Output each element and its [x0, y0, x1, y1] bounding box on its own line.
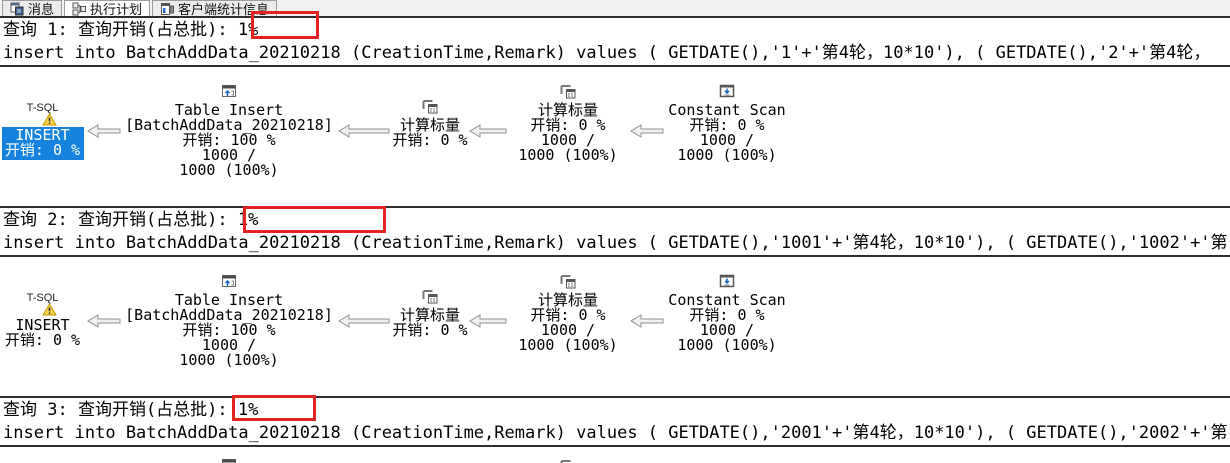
insert-node-box: INSERT 开销: 0 %	[1, 126, 84, 160]
tsql-label: T-SQL	[26, 292, 59, 304]
plan-arrow	[628, 314, 666, 328]
compute-scalar-icon	[560, 460, 571, 463]
plan-node-compute-scalar[interactable]: 计算标量 开销: 0 %	[392, 98, 468, 148]
node-name: 计算标量	[399, 116, 460, 134]
warning-icon	[42, 303, 57, 316]
node-cost: 开销: 0 %	[392, 321, 468, 339]
plan-node-insert[interactable]: T-SQL INSERT 开销: 0 %	[0, 103, 85, 160]
node-name: 计算标量	[537, 291, 598, 309]
plan-arrow	[335, 124, 392, 138]
cost-highlight-box	[243, 206, 386, 233]
node-cost: 开销: 100 %	[182, 131, 276, 149]
plan-arrow	[628, 124, 666, 138]
constant-scan-icon	[719, 274, 735, 288]
node-cost: 开销: 100 %	[182, 321, 276, 339]
plan-arrow	[85, 314, 123, 328]
query-3-title-prefix: 查询 3: 查询开销(占总批):	[3, 400, 238, 420]
plan-arrow	[335, 314, 392, 328]
node-object: [BatchAddData_20210218]	[125, 116, 333, 134]
query-1-plan-canvas: T-SQL INSERT 开销: 0 % Table Insert [	[0, 67, 1230, 208]
node-name: Constant Scan	[668, 291, 786, 309]
insert-node-cost: 开销: 0 %	[4, 331, 81, 349]
node-cost: 开销: 0 %	[530, 306, 606, 324]
plan-node-compute-scalar[interactable]: 计算标量 开销: 0 % 1000 / 1000 (100%)	[508, 83, 628, 163]
tab-messages-label: 消息	[28, 2, 55, 17]
tab-client-statistics[interactable]: 客户端统计信息	[152, 0, 278, 17]
plan-arrow	[468, 314, 508, 328]
node-cost: 开销: 0 %	[392, 131, 468, 149]
node-rows-pct: 1000 (100%)	[518, 146, 618, 164]
node-rows: 1000 /	[699, 321, 755, 339]
compute-scalar-icon	[422, 290, 438, 304]
plan-node-compute-scalar[interactable]: 计算标量 开销: 0 % 1000 / 1000 (100%)	[508, 273, 628, 353]
tab-messages[interactable]: 消息	[2, 0, 63, 17]
query-3-sql-text: insert into BatchAddData_20210218 (Creat…	[3, 423, 1228, 443]
query-2-title-prefix: 查询 2: 查询开销(占总批):	[3, 210, 238, 230]
node-cost: 开销: 0 %	[530, 116, 606, 134]
tab-execution-plan[interactable]: 执行计划	[64, 0, 151, 17]
plan-node-compute-scalar[interactable]: 计算标量 开销: 0 %	[392, 288, 468, 338]
node-rows: 1000 /	[201, 336, 257, 354]
plan-arrow	[468, 124, 508, 138]
plan-node-table-insert[interactable]: Table Insert [BatchAddData_20210218] 开销:…	[123, 83, 335, 178]
cost-highlight-box	[232, 395, 316, 421]
node-name: Table Insert	[174, 291, 284, 309]
messages-tab-icon	[10, 2, 24, 15]
constant-scan-icon	[719, 84, 735, 98]
plan-node-table-insert[interactable]: Table Insert [BatchAddData_20210218] 开销:…	[123, 273, 335, 368]
node-cost: 开销: 0 %	[689, 306, 765, 324]
execution-plan-tab-icon	[72, 2, 87, 15]
query-2-header: 查询 2: 查询开销(占总批): 1% insert into BatchAdd…	[0, 206, 1230, 257]
node-rows: 1000 /	[699, 131, 755, 149]
compute-scalar-icon	[560, 85, 576, 99]
table-insert-icon	[222, 85, 236, 97]
compute-scalar-icon	[422, 100, 438, 114]
node-rows-pct: 1000 (100%)	[677, 146, 777, 164]
node-name: 计算标量	[537, 101, 598, 119]
table-insert-icon	[222, 459, 236, 463]
table-insert-icon	[222, 275, 236, 287]
node-rows: 1000 /	[201, 146, 257, 164]
node-object: [BatchAddData_20210218]	[125, 306, 333, 324]
query-1-title: 查询 1: 查询开销(占总批): 1%	[0, 18, 1230, 43]
query-2-plan-canvas: T-SQL INSERT 开销: 0 % Table Insert [Batch	[0, 257, 1230, 398]
node-rows-pct: 1000 (100%)	[179, 161, 279, 179]
plan-node-constant-scan[interactable]: Constant Scan 开销: 0 % 1000 / 1000 (100%)	[666, 83, 788, 163]
node-rows-pct: 1000 (100%)	[677, 336, 777, 354]
query-3-title: 查询 3: 查询开销(占总批): 1%	[0, 398, 1230, 423]
node-name: Table Insert	[174, 101, 284, 119]
node-rows-pct: 1000 (100%)	[518, 336, 618, 354]
cost-highlight-box	[251, 11, 319, 39]
warning-icon	[42, 113, 57, 126]
results-tab-strip: 消息 执行计划 客户端统计信息	[0, 0, 1230, 18]
tab-execution-plan-label: 执行计划	[90, 2, 143, 17]
insert-node-name: INSERT	[15, 126, 70, 144]
query-1-sql-text: insert into BatchAddData_20210218 (Creat…	[3, 43, 1211, 63]
client-statistics-tab-icon	[161, 2, 175, 15]
insert-node-name: INSERT	[15, 316, 70, 334]
insert-node-box: INSERT 开销: 0 %	[2, 317, 84, 350]
tab-client-statistics-label: 客户端统计信息	[178, 2, 270, 17]
node-rows-pct: 1000 (100%)	[179, 351, 279, 369]
query-3-header: 查询 3: 查询开销(占总批): 1% insert into BatchAdd…	[0, 395, 1230, 447]
node-cost: 开销: 0 %	[689, 116, 765, 134]
plan-node-constant-scan[interactable]: Constant Scan 开销: 0 % 1000 / 1000 (100%)	[666, 273, 788, 353]
query-3-plan-canvas	[0, 447, 1230, 463]
query-3-cost-value: 1%	[237, 400, 259, 420]
node-rows: 1000 /	[540, 321, 596, 339]
node-rows: 1000 /	[540, 131, 596, 149]
node-name: Constant Scan	[668, 101, 786, 119]
query-1-header: 查询 1: 查询开销(占总批): 1% insert into BatchAdd…	[0, 11, 1230, 67]
plan-arrow	[85, 124, 123, 138]
node-name: 计算标量	[399, 306, 460, 324]
query-2-sql-text: insert into BatchAddData_20210218 (Creat…	[3, 233, 1228, 253]
query-2-title: 查询 2: 查询开销(占总批): 1%	[0, 208, 1230, 233]
insert-node-cost: 开销: 0 %	[4, 141, 81, 159]
plan-node-insert[interactable]: T-SQL INSERT 开销: 0 %	[0, 293, 85, 350]
compute-scalar-icon	[560, 275, 576, 289]
query-1-title-prefix: 查询 1: 查询开销(占总批):	[3, 20, 238, 40]
tsql-label: T-SQL	[26, 102, 59, 114]
